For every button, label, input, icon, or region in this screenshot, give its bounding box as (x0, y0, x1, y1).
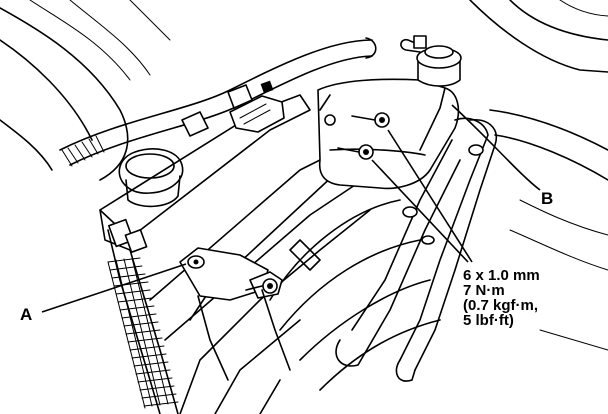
callout-label-a: A (20, 305, 33, 324)
hose-connector (229, 80, 285, 133)
spec-torque-lbfft: 5 lbf·ft) (463, 312, 514, 329)
hood-panel-lines (0, 0, 171, 181)
spec-torque-kgfm: (0.7 kgf·m, (463, 297, 539, 314)
spec-size: 6 x 1.0 mm (463, 267, 540, 284)
engine-block-lines (489, 109, 608, 351)
upper-radiator-hose (59, 37, 377, 167)
callout-label-b: B (541, 189, 554, 208)
fastener-spec: 6 x 1.0 mm 7 N·m (0.7 kgf·m, 5 lbf·ft) (463, 268, 540, 328)
spec-torque-nm: 7 N·m (463, 282, 505, 299)
bracket-a (179, 247, 291, 381)
leader-spec-2 (371, 159, 469, 263)
leader-spec-1 (387, 129, 473, 263)
body-panel-right (469, 0, 608, 73)
radiator-core-fins (107, 257, 179, 409)
leader-a (41, 263, 187, 313)
coolant-reservoir (317, 35, 462, 190)
leader-b (451, 104, 541, 191)
callout-leaders (41, 104, 541, 313)
